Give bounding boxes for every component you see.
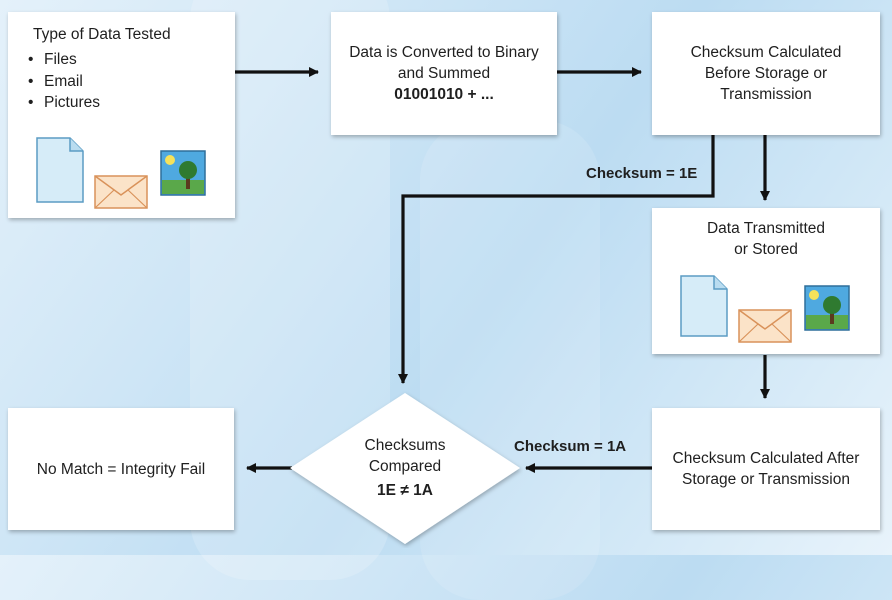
data-types-box: Type of Data Tested Files Email Pictures [8,12,235,218]
picture-icon [804,285,850,331]
file-icon [680,275,728,337]
transmitted-line2: or Stored [734,241,798,258]
checksum-after-line1: Checksum Calculated After [672,450,860,467]
result-box: No Match = Integrity Fail [8,408,234,530]
data-types-title: Type of Data Tested [33,26,171,43]
compare-line2: Compared [368,458,442,475]
arrow-before-to-compare [398,135,715,384]
compare-text: Checksums Compared 1E ≠ 1A [330,430,480,506]
compare-diamond [290,393,520,544]
binary-value: 01001010 + ... [394,86,494,103]
list-item: Pictures [28,92,235,114]
background-shape [420,120,600,600]
checksum-before-label: Checksum = 1E [586,165,698,182]
checksum-after-line2: Storage or Transmission [682,471,850,488]
list-item: Files [28,49,235,71]
checksum-before-line3: Transmission [720,86,812,103]
picture-icon [160,150,206,196]
data-types-list: Files Email Pictures [8,49,235,114]
transmitted-box: Data Transmitted or Stored [652,208,880,354]
compare-line1: Checksums [364,437,446,454]
checksum-after-box: Checksum Calculated After Storage or Tra… [652,408,880,530]
file-icon [36,137,84,203]
flow-arrows [235,67,770,473]
checksum-before-line1: Checksum Calculated [690,44,842,61]
checksum-before-box: Checksum Calculated Before Storage or Tr… [652,12,880,135]
result-text: No Match = Integrity Fail [36,460,206,478]
list-item: Email [28,71,235,93]
convert-line2: and Summed [397,65,491,82]
transmitted-line1: Data Transmitted [706,220,826,237]
checksum-before-line2: Before Storage or [704,65,828,82]
compare-value: 1E ≠ 1A [377,482,433,499]
convert-box: Data is Converted to Binary and Summed 0… [331,12,557,135]
email-envelope-icon [94,175,148,209]
convert-line1: Data is Converted to Binary [349,44,539,61]
email-envelope-icon [738,309,792,343]
checksum-after-label: Checksum = 1A [514,438,627,455]
